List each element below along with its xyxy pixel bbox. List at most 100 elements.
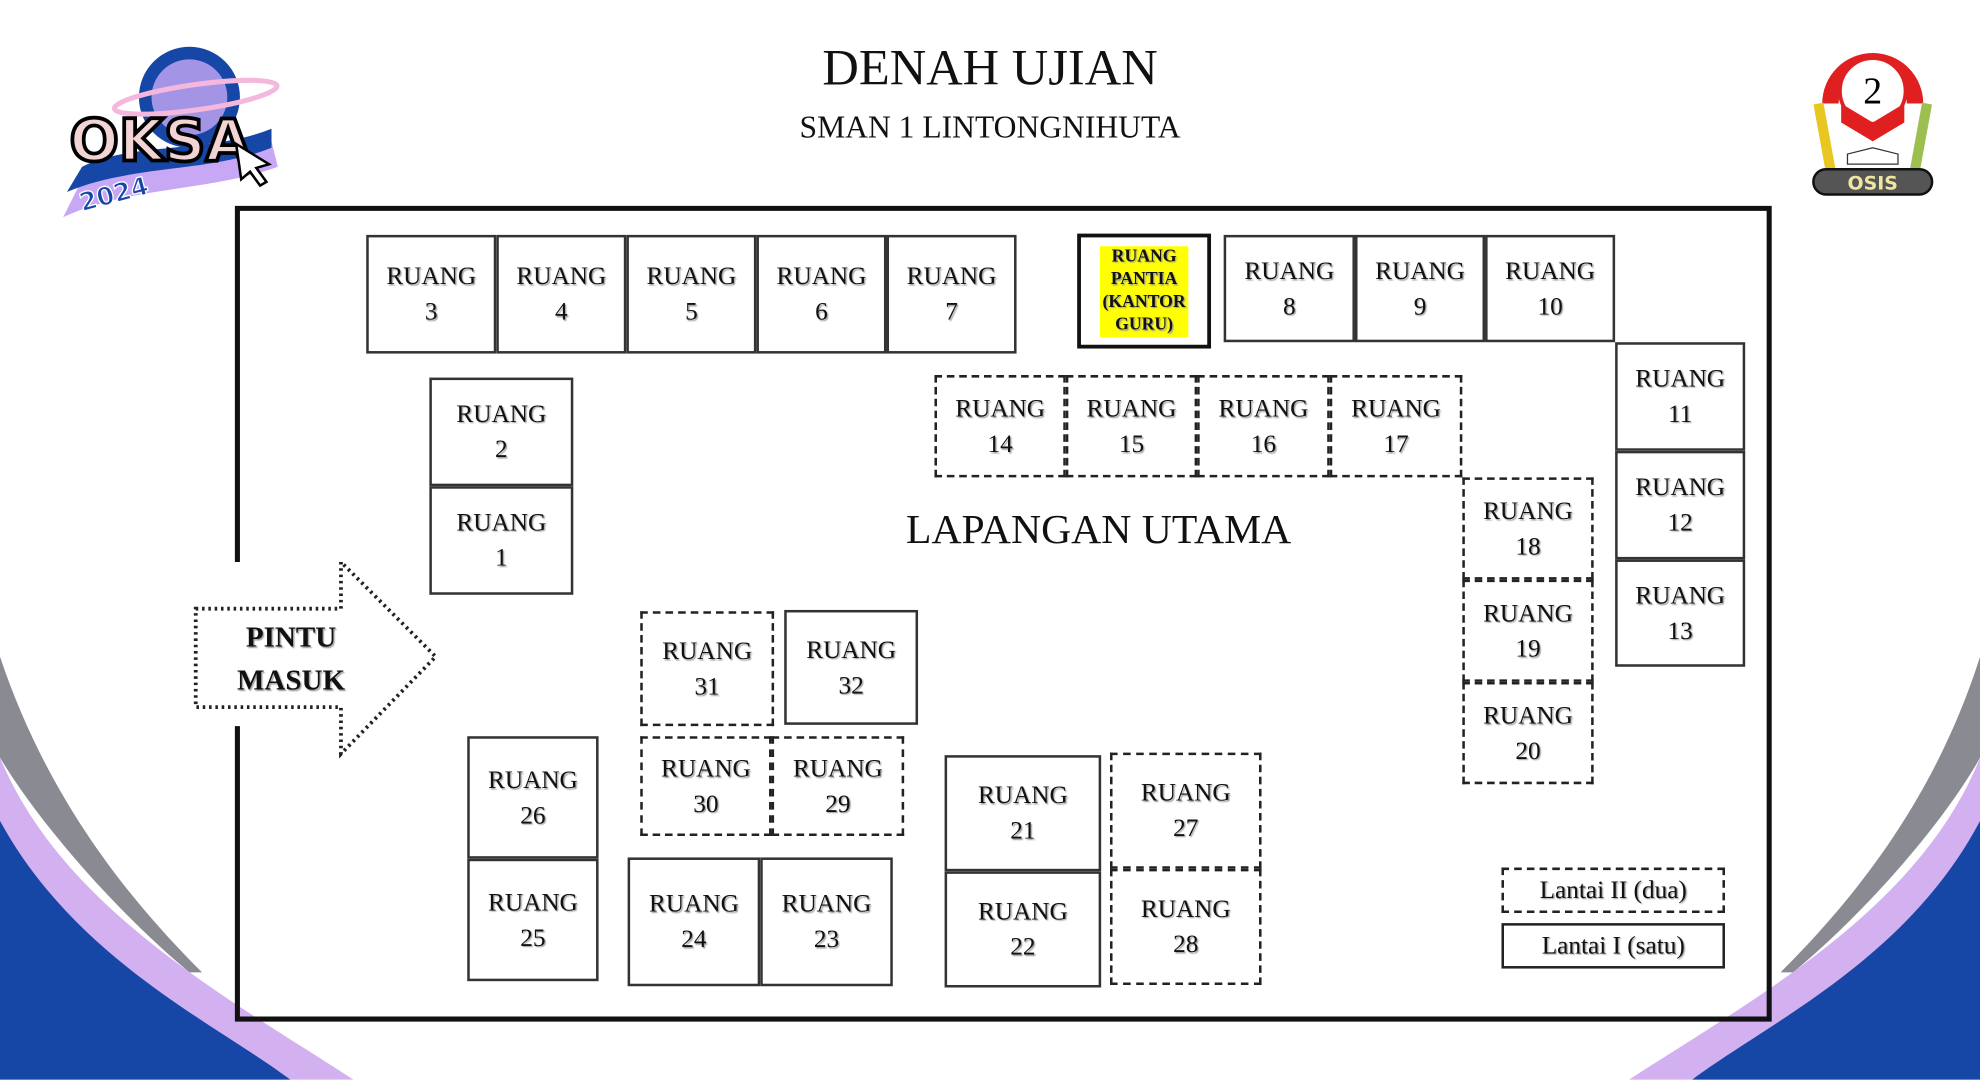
room-number: 7: [945, 298, 958, 326]
room-number: 23: [813, 925, 840, 954]
room-number: 27: [1173, 814, 1199, 843]
room-number: 11: [1667, 400, 1693, 429]
osis-logo: 2 OSIS: [1812, 53, 1934, 196]
room-word: RUANG: [977, 781, 1068, 810]
room-28: RUANG 28: [1110, 868, 1262, 985]
room-word: RUANG: [1351, 394, 1441, 423]
room-word: RUANG: [1483, 496, 1573, 525]
room-number: 14: [987, 429, 1013, 458]
room-word: RUANG: [1244, 256, 1335, 285]
room-11: RUANG 11: [1615, 342, 1746, 451]
entrance-line1: PINTU: [245, 621, 337, 653]
field-label: LAPANGAN UTAMA: [905, 507, 1292, 554]
room-number: 19: [1515, 634, 1541, 663]
room-number: 32: [838, 671, 864, 699]
room-word: RUANG: [906, 262, 997, 291]
room-number: 9: [1413, 292, 1427, 321]
room-number: 3: [424, 298, 438, 326]
room-word: RUANG: [1635, 364, 1726, 393]
room-word: RUANG: [1140, 779, 1231, 807]
room-3: RUANG 3: [366, 234, 497, 354]
page-subtitle: SMAN 1 LINTONGNIHUTA: [799, 111, 1181, 146]
room-number: 17: [1383, 429, 1409, 458]
room-word: RUANG: [456, 400, 547, 429]
room-word: RUANG: [977, 897, 1068, 926]
room-number: 21: [1010, 817, 1036, 845]
room-21: RUANG 21: [944, 755, 1102, 872]
room-number: 2: [495, 435, 508, 464]
entrance-arrow-label: PINTU MASUK: [200, 616, 383, 702]
room-number: 15: [1118, 429, 1145, 458]
staff-room-label: RUANG PANTIA (KANTOR GURU): [1099, 245, 1189, 337]
room-number: 8: [1283, 292, 1296, 321]
room-word: RUANG: [1483, 599, 1573, 627]
room-word: RUANG: [516, 262, 607, 291]
room-27: RUANG 27: [1110, 752, 1262, 869]
room-number: 16: [1250, 429, 1277, 458]
legend-floor-1: Lantai I (satu): [1501, 923, 1725, 969]
room-12: RUANG 12: [1615, 450, 1746, 560]
oksa-logo: OKSA 2024: [63, 46, 280, 218]
legend-floor-2: Lantai II (dua): [1501, 867, 1725, 914]
svg-text:OSIS: OSIS: [1848, 172, 1898, 194]
room-16: RUANG 16: [1197, 375, 1330, 478]
room-word: RUANG: [1086, 394, 1177, 423]
room-17: RUANG 17: [1329, 375, 1463, 478]
room-word: RUANG: [660, 754, 751, 783]
room-7: RUANG 7: [886, 234, 1017, 354]
room-word: RUANG: [781, 890, 872, 919]
room-number: 1: [495, 544, 508, 573]
room-8: RUANG 8: [1223, 234, 1355, 343]
room-number: 30: [693, 789, 719, 818]
room-word: RUANG: [649, 890, 739, 919]
room-word: RUANG: [1483, 701, 1573, 730]
page-title: DENAH UJIAN: [822, 39, 1158, 96]
room-19: RUANG 19: [1462, 579, 1594, 682]
room-word: RUANG: [1635, 473, 1726, 502]
room-20: RUANG 20: [1462, 681, 1594, 785]
entrance-line2: MASUK: [237, 664, 346, 696]
room-word: RUANG: [792, 754, 883, 783]
room-word: RUANG: [1635, 581, 1726, 610]
room-word: RUANG: [487, 888, 578, 917]
room-word: RUANG: [1505, 256, 1595, 285]
room-number: 4: [555, 298, 568, 326]
room-22: RUANG 22: [944, 871, 1102, 988]
room-18: RUANG 18: [1462, 477, 1594, 580]
staff-room: RUANG PANTIA (KANTOR GURU): [1077, 233, 1212, 349]
room-number: 29: [825, 789, 851, 818]
room-word: RUANG: [646, 262, 737, 291]
legend-floor-1-label: Lantai I (satu): [1541, 931, 1685, 960]
room-number: 10: [1537, 292, 1563, 321]
room-2: RUANG 2: [429, 377, 574, 487]
room-word: RUANG: [1140, 895, 1231, 924]
room-word: RUANG: [955, 394, 1046, 423]
room-number: 18: [1515, 532, 1541, 561]
room-number: 28: [1173, 930, 1199, 959]
room-word: RUANG: [456, 508, 547, 537]
room-word: RUANG: [487, 765, 578, 794]
room-word: RUANG: [662, 637, 753, 665]
room-number: 12: [1667, 508, 1693, 537]
room-15: RUANG 15: [1065, 375, 1198, 478]
room-number: 20: [1515, 736, 1541, 765]
room-10: RUANG 10: [1485, 234, 1616, 343]
room-23: RUANG 23: [760, 857, 893, 987]
room-30: RUANG 30: [640, 736, 772, 836]
room-word: RUANG: [386, 262, 477, 291]
room-1: RUANG 1: [429, 486, 574, 595]
room-word: RUANG: [1218, 394, 1309, 423]
room-word: RUANG: [1375, 256, 1465, 285]
room-number: 13: [1667, 616, 1693, 645]
room-word: RUANG: [776, 262, 867, 291]
room-29: RUANG 29: [771, 736, 905, 836]
room-6: RUANG 6: [756, 234, 887, 354]
room-number: 6: [815, 298, 828, 326]
room-number: 22: [1010, 933, 1036, 961]
